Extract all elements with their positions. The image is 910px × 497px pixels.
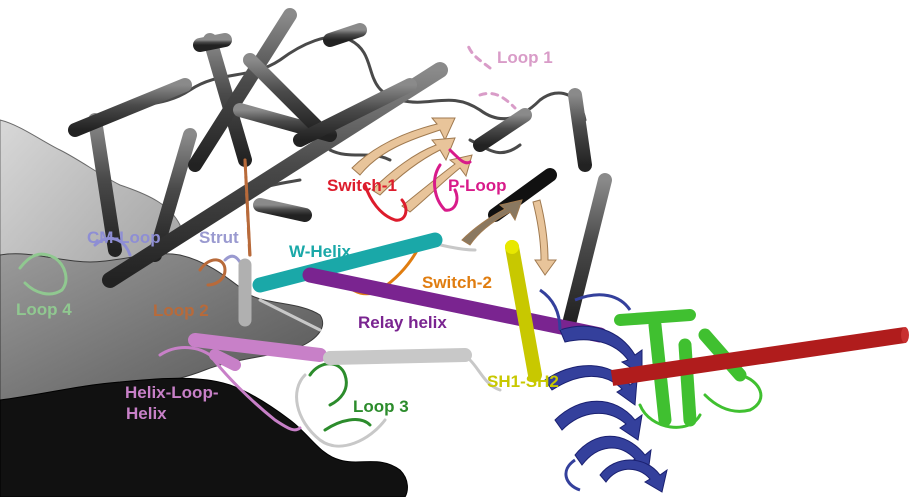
green-loops [638, 373, 763, 429]
dark-helix-1 [88, 113, 122, 257]
sh1-sh2-helix [505, 240, 542, 382]
ploop-trace [433, 148, 472, 212]
dark-helix-13 [568, 88, 592, 172]
light-gray-helix [323, 348, 472, 365]
loop1-trace [465, 40, 517, 110]
label-hlh-line2: Helix [126, 404, 167, 423]
surface-dark-region [0, 377, 408, 497]
label-ploop: P-Loop [448, 176, 507, 195]
lever-arm-end [901, 327, 909, 343]
green-helix-4 [614, 309, 696, 326]
lever-arm-helix [610, 327, 907, 386]
dark-cartoon [68, 8, 612, 327]
sh1-sh2-cap [505, 240, 519, 254]
dark-helix-4 [148, 128, 197, 262]
dark-helix-2 [68, 78, 192, 137]
switch1-trace [363, 183, 408, 222]
label-loop1: Loop 1 [497, 48, 553, 67]
dark-helix-10 [293, 78, 417, 147]
label-loop4: Loop 4 [16, 300, 72, 319]
labels: Loop 1 Switch-1 P-Loop CM-Loop Strut W-H… [16, 48, 559, 423]
relay-helix [302, 267, 608, 343]
beta-sheet [351, 117, 557, 276]
dark-helix-11 [253, 198, 312, 222]
dark-helix-14 [563, 173, 612, 327]
dark-helix-3 [203, 33, 252, 167]
light-gray-trace [258, 238, 502, 448]
beta-strand-4 [461, 199, 523, 246]
green-helix-2 [678, 338, 697, 427]
dark-helix-8 [323, 23, 367, 47]
hlh-helix-2 [209, 349, 241, 371]
loop2-dashed [243, 158, 252, 262]
dark-helix-16 [193, 33, 232, 52]
beta-strand-3 [401, 154, 473, 213]
blue-strand-5 [599, 459, 668, 493]
blue-loop [539, 288, 632, 492]
loop4-trace [18, 252, 68, 296]
dark-helix-9 [243, 53, 327, 137]
colored-helices [158, 232, 608, 432]
w-helix [252, 232, 443, 293]
beta-strand-2 [371, 137, 456, 196]
beta-strand-1 [351, 117, 456, 176]
loop3-trace [308, 362, 372, 432]
label-switch2: Switch-2 [422, 273, 492, 292]
label-hlh-line1: Helix-Loop- [125, 383, 219, 402]
label-sh1sh2: SH1-SH2 [487, 372, 559, 391]
label-switch1: Switch-1 [327, 176, 397, 195]
label-strut: Strut [199, 228, 239, 247]
cmloop-trace [93, 237, 132, 257]
label-relay: Relay helix [358, 313, 447, 332]
label-loop2: Loop 2 [153, 301, 209, 320]
beta-strand-5 [532, 199, 557, 276]
actin-surface [0, 119, 408, 497]
label-loop3: Loop 3 [353, 397, 409, 416]
dark-helix-6 [188, 8, 297, 172]
hlh-helix-1 [188, 333, 327, 362]
converter-domain [539, 288, 763, 493]
label-cmloop: CM-Loop [87, 228, 161, 247]
hlh-loop [158, 346, 302, 432]
dark-helix-12 [473, 108, 532, 152]
label-whelix: W-Helix [289, 242, 352, 261]
blue-strand-3 [554, 400, 643, 441]
